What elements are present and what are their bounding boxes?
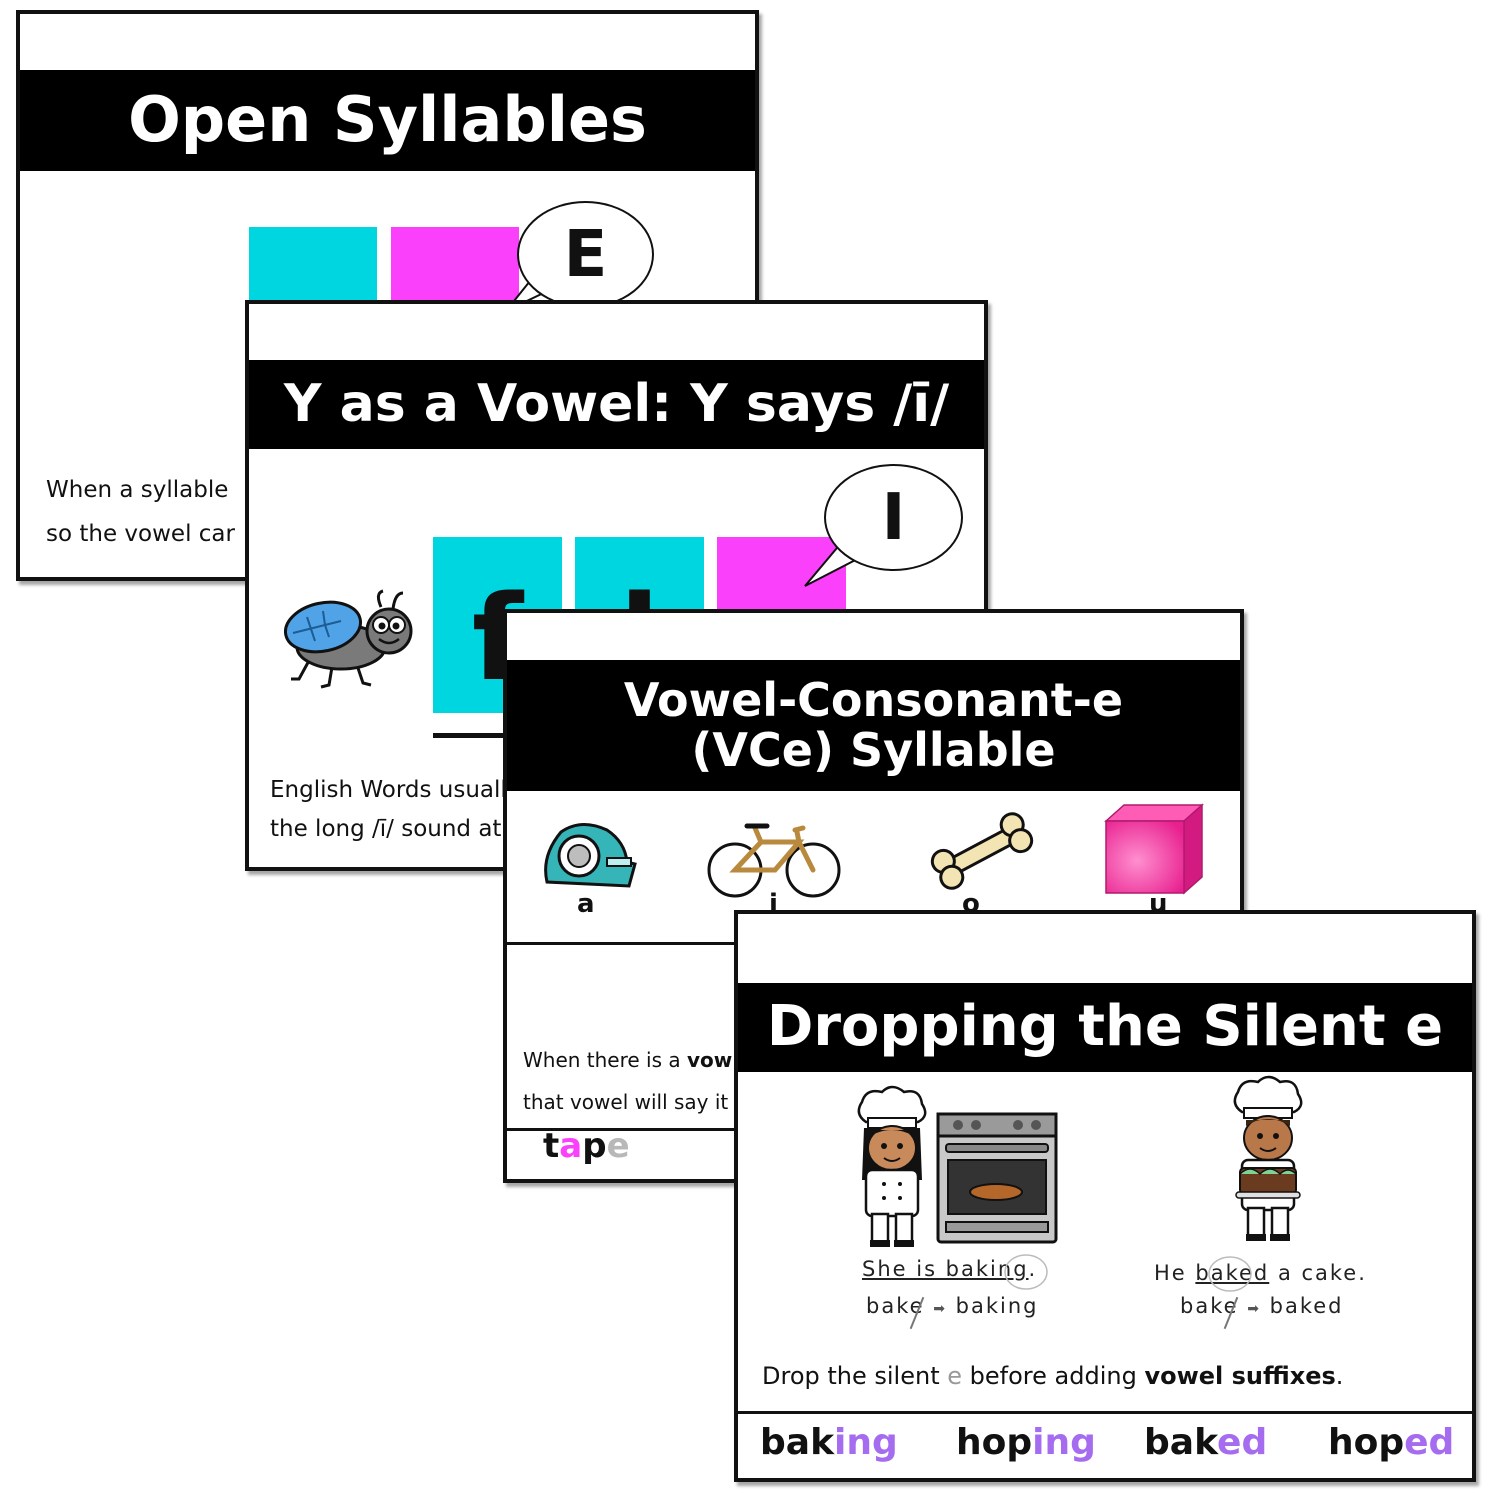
card-title: Y as a Vowel: Y says /ī/ — [283, 374, 950, 435]
oven-illustration — [936, 1112, 1058, 1244]
fly-illustration — [283, 589, 413, 689]
divider — [738, 1411, 1472, 1414]
example-sentence-she: She is baking. — [862, 1257, 1038, 1281]
card-title-band: Open Syllables — [20, 70, 755, 171]
example-sentence-he: He baked a cake. — [1154, 1261, 1367, 1285]
description-line-1: When a syllable — [46, 477, 229, 503]
suffix-circle — [1004, 1254, 1048, 1290]
description-line-2: so the vowel car — [46, 521, 235, 547]
bicycle-icon — [707, 823, 841, 898]
cube-icon — [1104, 803, 1204, 895]
transform-he: bake ➡ baked — [1180, 1294, 1344, 1318]
transform-she: bake ➡ baking — [866, 1294, 1039, 1318]
boy-chef-with-cake-illustration — [1233, 1075, 1303, 1241]
card-dropping-silent-e: Dropping the Silent e — [734, 910, 1476, 1482]
speech-bubble-I: I — [824, 464, 963, 571]
arrow-icon: ➡ — [933, 1301, 947, 1317]
description-line-2: that vowel will say it — [523, 1090, 729, 1114]
rule-text: Drop the silent e before adding vowel su… — [762, 1362, 1344, 1390]
card-title-line-2: (VCe) Syllable — [691, 722, 1056, 777]
vowel-label-i: i — [769, 889, 778, 919]
example-word-baking: baking — [760, 1422, 898, 1463]
card-title-band: Y as a Vowel: Y says /ī/ — [249, 360, 984, 449]
speech-bubble-E: E — [517, 201, 654, 308]
card-title-band: Dropping the Silent e — [738, 983, 1472, 1072]
example-word-tape: tape — [543, 1126, 630, 1166]
arrow-icon: ➡ — [1247, 1301, 1261, 1317]
suffix-circle — [1208, 1256, 1252, 1292]
example-word-baked: baked — [1144, 1422, 1268, 1463]
card-title: Open Syllables — [128, 83, 647, 157]
example-word-hoped: hoped — [1328, 1422, 1455, 1463]
description-line-1: When there is a vow — [523, 1048, 733, 1072]
description-line-1: English Words usually — [270, 777, 521, 803]
example-word-hoping: hoping — [956, 1422, 1096, 1463]
bone-icon — [930, 812, 1034, 890]
card-title-band: Vowel-Consonant-e (VCe) Syllable — [507, 660, 1240, 791]
description-line-2: the long /ī/ sound at — [270, 816, 502, 842]
girl-chef-illustration — [857, 1085, 927, 1247]
card-title: Dropping the Silent e — [766, 994, 1444, 1060]
vowel-label-a: a — [577, 889, 595, 919]
card-title-line-1: Vowel-Consonant-e — [623, 672, 1124, 727]
tape-dispenser-icon — [544, 823, 637, 888]
